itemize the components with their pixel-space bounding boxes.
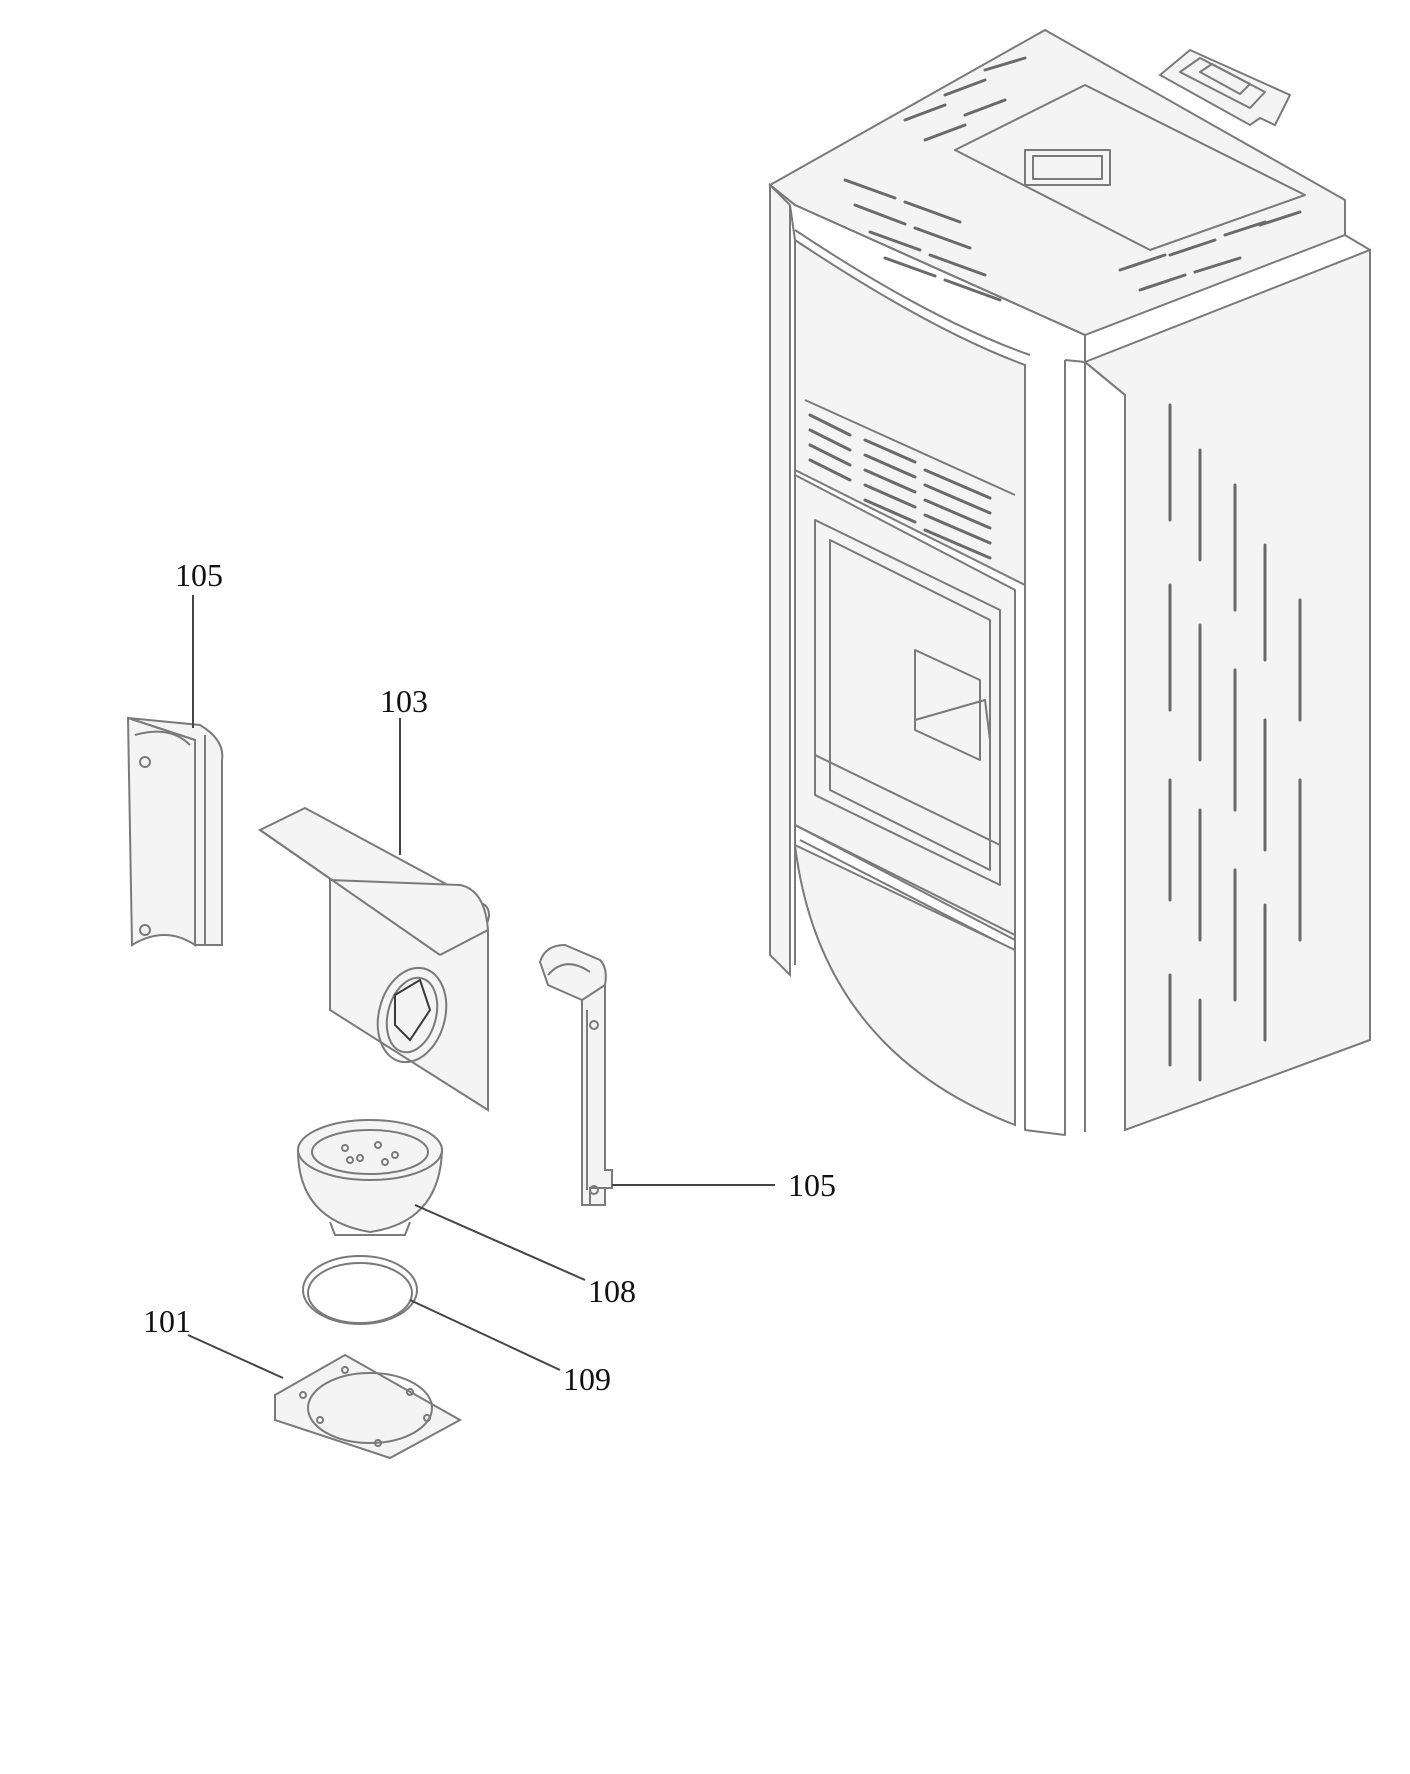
leader-lines (187, 595, 775, 1379)
callout-109: 109 (563, 1361, 611, 1397)
callout-101: 101 (143, 1303, 191, 1339)
stove-door (794, 473, 1016, 950)
part-108-burn-pot (296, 1119, 444, 1236)
callout-105-left: 105 (175, 557, 223, 593)
stove-assembly (768, 28, 1371, 1136)
top-vent-slots (843, 56, 1302, 302)
control-panel (1158, 48, 1292, 127)
part-109-gasket (302, 1255, 418, 1325)
part-105-left (126, 716, 224, 947)
callout-105-right: 105 (788, 1167, 836, 1203)
part-101-plate (274, 1353, 463, 1460)
part-105-right (538, 943, 613, 1206)
stove-side-panel (1064, 248, 1371, 1132)
front-grill (804, 399, 1016, 560)
part-103-deflector (258, 806, 490, 1112)
callout-108: 108 (588, 1273, 636, 1309)
callout-103: 103 (380, 683, 428, 719)
